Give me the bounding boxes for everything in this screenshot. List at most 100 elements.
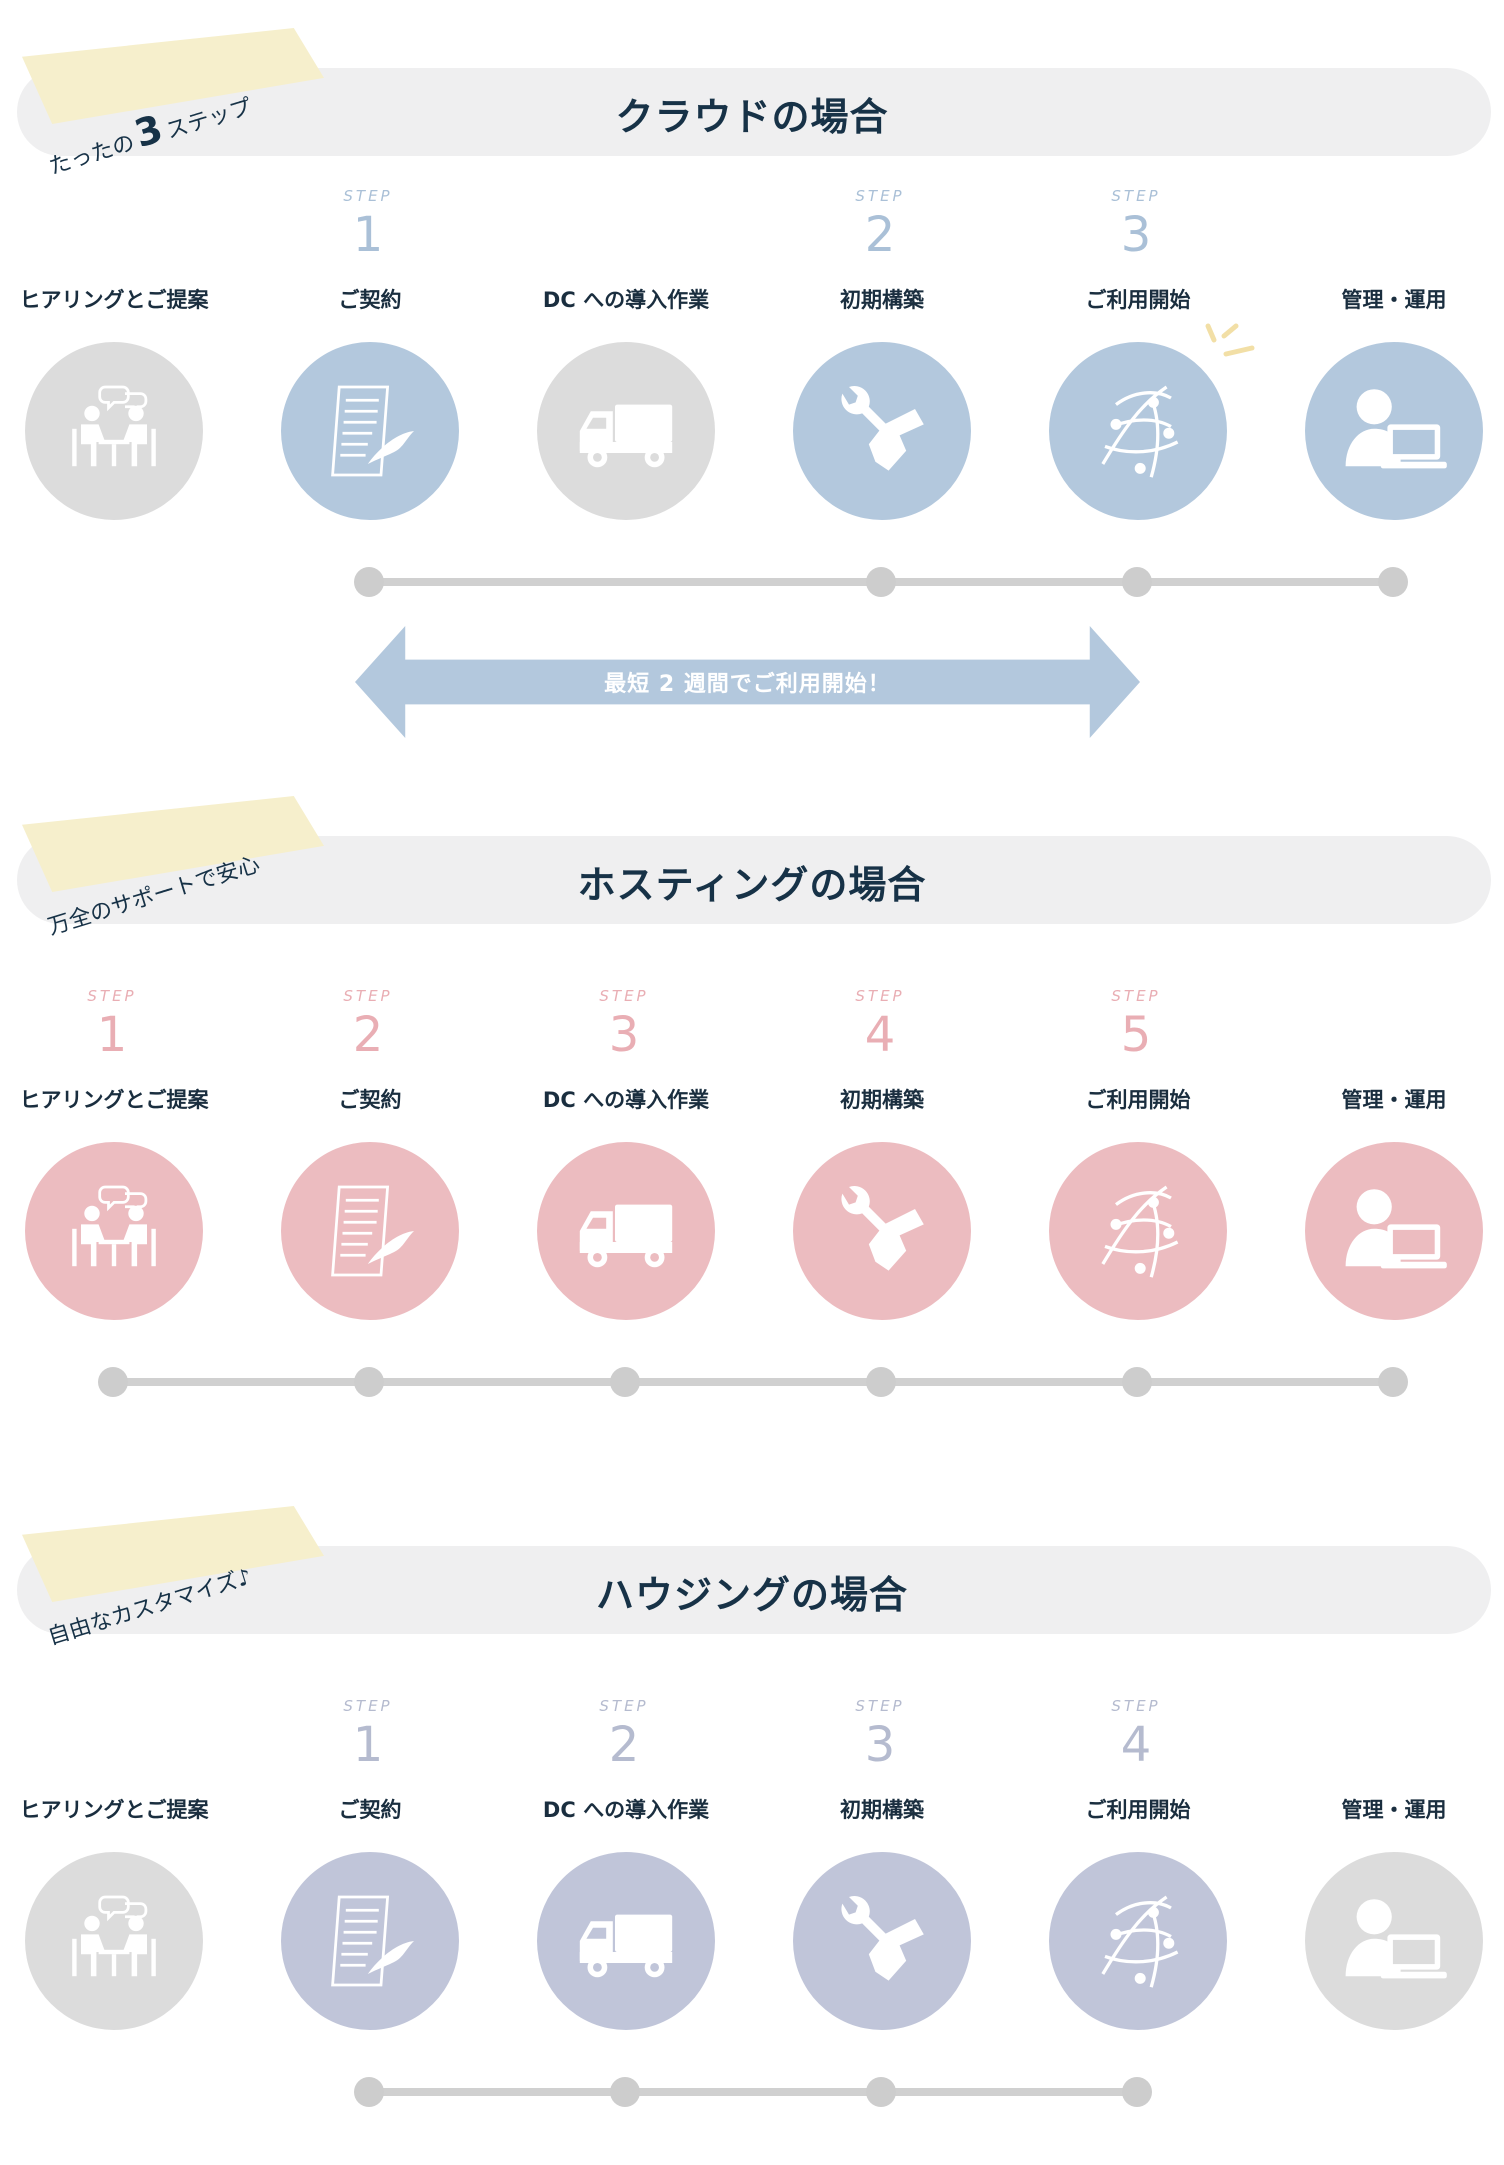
cloud-label-dc: DC への導入作業 bbox=[542, 288, 710, 312]
housing-step-num-4: 4 bbox=[1120, 1717, 1152, 1773]
hosting-timeline bbox=[113, 1378, 1394, 1386]
contract-icon bbox=[331, 1895, 414, 1987]
cloud-circle-dc bbox=[537, 342, 715, 520]
hosting-title: ホスティングの場合 bbox=[577, 863, 927, 907]
hosting-label-dc: DC への導入作業 bbox=[542, 1088, 710, 1112]
wrench-hand-icon bbox=[841, 386, 924, 471]
contract-icon bbox=[331, 1185, 414, 1277]
housing-label-start: ご利用開始 bbox=[1085, 1798, 1191, 1822]
housing-circle-hearing bbox=[25, 1852, 203, 2030]
hosting-dot-1 bbox=[98, 1367, 128, 1397]
hosting-step-num-5: 5 bbox=[1120, 1007, 1152, 1063]
cloud-label-operation: 管理・運用 bbox=[1341, 288, 1447, 312]
cloud-label-contract: ご契約 bbox=[338, 288, 402, 312]
truck-icon bbox=[579, 404, 673, 468]
truck-icon bbox=[579, 1204, 673, 1268]
operator-icon bbox=[1345, 1899, 1447, 1979]
housing-label-operation: 管理・運用 bbox=[1341, 1798, 1447, 1822]
cloud-circle-operation bbox=[1305, 342, 1483, 520]
housing-step-tag-2: STEP bbox=[599, 1697, 649, 1715]
hosting-label-build: 初期構築 bbox=[840, 1088, 924, 1112]
hosting-circle-hearing bbox=[25, 1142, 203, 1320]
housing-title: ハウジングの場合 bbox=[595, 1573, 908, 1617]
cloud-step-tag-3: STEP bbox=[1111, 187, 1161, 205]
housing-label-hearing: ヒアリングとご提案 bbox=[19, 1798, 209, 1822]
hosting-step-tag-1: STEP bbox=[87, 987, 137, 1005]
hosting-step-num-3: 3 bbox=[608, 1007, 640, 1063]
hosting-label-operation: 管理・運用 bbox=[1341, 1088, 1447, 1112]
hosting-dot-4 bbox=[866, 1367, 896, 1397]
housing-step-num-2: 2 bbox=[608, 1717, 640, 1773]
hosting-dot-5 bbox=[1122, 1367, 1152, 1397]
hosting-circle-operation bbox=[1305, 1142, 1483, 1320]
network-icon bbox=[1101, 1895, 1179, 1988]
hosting-circle-start bbox=[1049, 1142, 1227, 1320]
meeting-icon bbox=[72, 1185, 156, 1267]
cloud-label-hearing: ヒアリングとご提案 bbox=[19, 288, 209, 312]
housing-label-contract: ご契約 bbox=[338, 1798, 402, 1822]
hosting-circle-build bbox=[793, 1142, 971, 1320]
operator-icon bbox=[1345, 389, 1447, 469]
housing-dot-1 bbox=[354, 2077, 384, 2107]
network-icon bbox=[1101, 1185, 1179, 1278]
housing-step-tag-3: STEP bbox=[855, 1697, 905, 1715]
hosting-dot-2 bbox=[354, 1367, 384, 1397]
contract-icon bbox=[331, 385, 414, 477]
housing-step-num-1: 1 bbox=[352, 1717, 384, 1773]
housing-dot-4 bbox=[1122, 2077, 1152, 2107]
housing-step-num-3: 3 bbox=[864, 1717, 896, 1773]
operator-icon bbox=[1345, 1189, 1447, 1269]
sparkle-icon bbox=[1205, 323, 1255, 357]
hosting-dot-6 bbox=[1378, 1367, 1408, 1397]
housing-step-tag-1: STEP bbox=[343, 1697, 393, 1715]
cloud-label-start: ご利用開始 bbox=[1085, 288, 1191, 312]
cloud-step-tag-1: STEP bbox=[343, 187, 393, 205]
hosting-circle-dc bbox=[537, 1142, 715, 1320]
housing-circle-dc bbox=[537, 1852, 715, 2030]
cloud-dot-1 bbox=[354, 567, 384, 597]
meeting-icon bbox=[72, 385, 156, 467]
hosting-label-hearing: ヒアリングとご提案 bbox=[19, 1088, 209, 1112]
housing-circle-start bbox=[1049, 1852, 1227, 2030]
hosting-label-contract: ご契約 bbox=[338, 1088, 402, 1112]
cloud-dot-2 bbox=[866, 567, 896, 597]
hosting-circle-contract bbox=[281, 1142, 459, 1320]
cloud-circle-build bbox=[793, 342, 971, 520]
hosting-step-num-2: 2 bbox=[352, 1007, 384, 1063]
housing-circle-operation bbox=[1305, 1852, 1483, 2030]
cloud-circle-start bbox=[1049, 342, 1227, 520]
truck-icon bbox=[579, 1914, 673, 1978]
housing-dot-3 bbox=[866, 2077, 896, 2107]
cloud-label-build: 初期構築 bbox=[840, 288, 924, 312]
wrench-hand-icon bbox=[841, 1896, 924, 1981]
cloud-circle-hearing bbox=[25, 342, 203, 520]
wrench-hand-icon bbox=[841, 1186, 924, 1271]
housing-circle-build bbox=[793, 1852, 971, 2030]
duration-arrow-text: 最短 2 週間でご利用開始！ bbox=[604, 672, 891, 697]
housing-timeline bbox=[369, 2088, 1138, 2096]
hosting-step-tag-3: STEP bbox=[599, 987, 649, 1005]
cloud-dot-3 bbox=[1122, 567, 1152, 597]
hosting-step-num-1: 1 bbox=[96, 1007, 128, 1063]
hosting-step-tag-2: STEP bbox=[343, 987, 393, 1005]
cloud-step-tag-2: STEP bbox=[855, 187, 905, 205]
hosting-step-num-4: 4 bbox=[864, 1007, 896, 1063]
housing-label-dc: DC への導入作業 bbox=[542, 1798, 710, 1822]
cloud-step-num-3: 3 bbox=[1120, 207, 1152, 263]
housing-step-tag-4: STEP bbox=[1111, 1697, 1161, 1715]
hosting-step-tag-4: STEP bbox=[855, 987, 905, 1005]
hosting-label-start: ご利用開始 bbox=[1085, 1088, 1191, 1112]
hosting-step-tag-5: STEP bbox=[1111, 987, 1161, 1005]
cloud-step-num-2: 2 bbox=[864, 207, 896, 263]
ribbon-pre: たったの bbox=[46, 130, 138, 181]
cloud-step-num-1: 1 bbox=[352, 207, 384, 263]
network-icon bbox=[1101, 385, 1179, 478]
hosting-dot-3 bbox=[610, 1367, 640, 1397]
cloud-title: クラウドの場合 bbox=[615, 95, 889, 139]
cloud-dot-4 bbox=[1378, 567, 1408, 597]
housing-dot-2 bbox=[610, 2077, 640, 2107]
meeting-icon bbox=[72, 1895, 156, 1977]
cloud-circle-contract bbox=[281, 342, 459, 520]
housing-circle-contract bbox=[281, 1852, 459, 2030]
housing-label-build: 初期構築 bbox=[840, 1798, 924, 1822]
